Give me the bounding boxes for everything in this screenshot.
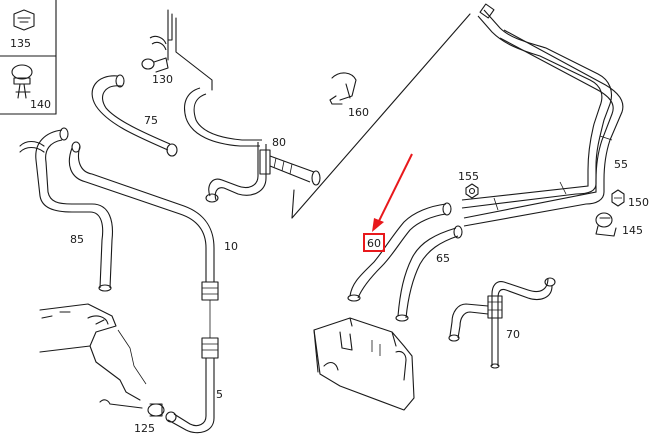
hose-80	[183, 87, 321, 203]
clamp-140-icon	[11, 64, 33, 99]
bracket-frame	[167, 9, 213, 91]
part-150-icon	[611, 189, 625, 207]
label-80: 80	[272, 136, 286, 149]
part-155-icon	[465, 183, 479, 199]
label-60[interactable]: 60	[367, 237, 381, 250]
hose-65	[395, 225, 463, 322]
hose-10	[68, 141, 219, 301]
label-5: 5	[216, 388, 223, 401]
hose-85	[19, 127, 114, 292]
hose-75	[91, 74, 178, 157]
reservoir-tank	[313, 317, 415, 411]
label-55: 55	[614, 158, 628, 171]
label-85: 85	[70, 233, 84, 246]
label-125: 125	[134, 422, 155, 435]
engine-block	[39, 303, 147, 401]
hose-55	[461, 3, 624, 227]
label-160: 160	[348, 106, 369, 119]
label-155: 155	[458, 170, 479, 183]
label-135: 135	[10, 37, 31, 50]
label-75: 75	[144, 114, 158, 127]
part-160-icon	[329, 72, 357, 105]
part-130-icon	[141, 35, 169, 73]
label-140: 140	[30, 98, 51, 111]
hose-60	[347, 202, 452, 302]
highlight-60	[363, 153, 413, 252]
label-70: 70	[506, 328, 520, 341]
frame-leader	[291, 13, 471, 219]
label-130: 130	[152, 73, 173, 86]
label-65: 65	[436, 252, 450, 265]
hose-5	[165, 300, 219, 434]
label-150: 150	[628, 196, 649, 209]
hose-70	[448, 277, 556, 369]
clamp-125-icon	[99, 399, 165, 417]
clip-135-icon	[13, 9, 35, 31]
label-145: 145	[622, 224, 643, 237]
label-10: 10	[224, 240, 238, 253]
clamp-145-icon	[595, 212, 617, 237]
inset-box	[0, 0, 57, 115]
